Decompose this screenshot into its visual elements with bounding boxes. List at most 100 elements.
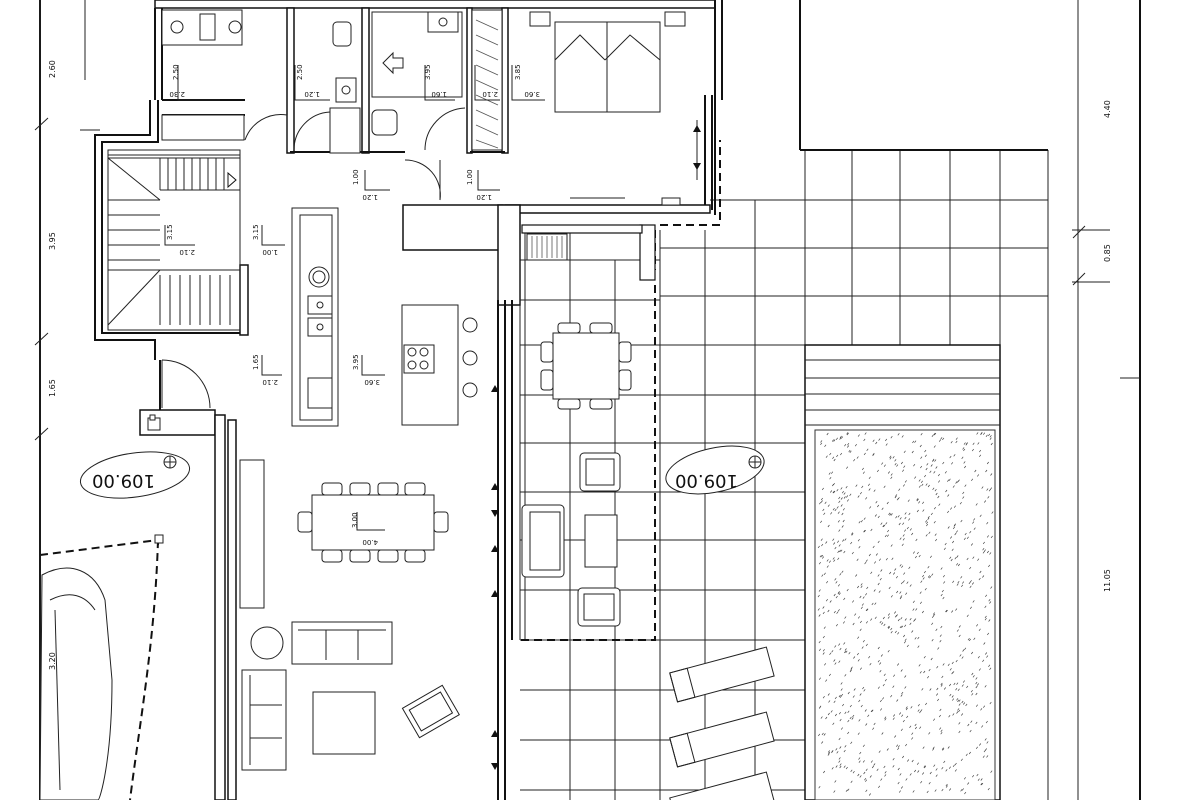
pool-texture-mark [940, 567, 943, 570]
pool-texture-mark [889, 571, 892, 575]
right-dimension-chain [1072, 0, 1140, 800]
pool-texture-mark [869, 506, 872, 509]
pool-texture-mark [894, 495, 897, 499]
pool-texture-mark [905, 707, 908, 711]
pool-texture-mark [888, 626, 891, 629]
terrace-dining [526, 233, 632, 410]
pool-texture-mark [935, 466, 938, 469]
pool-texture-mark [979, 514, 982, 518]
pool-texture-mark [955, 687, 958, 691]
pool-texture-mark [905, 706, 908, 709]
pool-texture-mark [822, 695, 825, 699]
pool-texture-mark [962, 649, 965, 652]
pool-texture-mark [972, 600, 975, 603]
pool-texture-mark [969, 606, 972, 610]
pool-texture-mark [850, 666, 853, 670]
pool-texture-mark [900, 669, 903, 672]
pool-texture-mark [824, 444, 827, 448]
pool-texture-mark [947, 746, 950, 749]
pool-texture-mark [986, 535, 989, 538]
pool-texture-mark [905, 778, 908, 781]
pool-texture-mark [834, 696, 837, 700]
pool-texture-mark [899, 517, 902, 520]
pool-texture-mark [860, 585, 863, 589]
pool-texture-mark [841, 512, 844, 516]
pool-texture-mark [823, 572, 826, 576]
pool-texture-mark [847, 691, 850, 695]
pool-texture-mark [966, 614, 969, 618]
pool-texture-mark [951, 671, 954, 675]
pool-texture-mark [857, 585, 860, 589]
pool-texture-mark [940, 625, 943, 629]
pool-texture-mark [954, 556, 957, 560]
pool-texture-mark [949, 788, 952, 791]
pool-texture-mark [964, 484, 967, 487]
pool-texture-mark [890, 694, 893, 698]
hall2-dim-a: 1.00 [466, 169, 474, 185]
hall-doors [404, 159, 441, 201]
pool-texture-mark [933, 445, 936, 448]
pool-texture-mark [951, 548, 954, 552]
pool-texture-mark [859, 667, 862, 670]
sliding-door-arrows [491, 125, 701, 770]
pool-texture-mark [902, 469, 905, 472]
pool-texture-mark [885, 438, 888, 442]
pool-texture-mark [822, 635, 825, 639]
pool-texture-mark [957, 580, 960, 584]
pool-texture-mark [904, 529, 907, 532]
pool-texture-mark [961, 684, 964, 687]
pool-texture-mark [852, 600, 855, 603]
pool-texture-mark [831, 750, 834, 754]
pool-texture-mark [908, 566, 911, 570]
pool-texture-mark [896, 464, 899, 467]
pool-texture-mark [823, 733, 826, 736]
pool-texture-mark [890, 630, 893, 634]
pool-texture-mark [839, 647, 842, 651]
pool-texture-mark [851, 533, 854, 536]
pool-texture-mark [890, 476, 893, 480]
pool-texture-mark [941, 788, 944, 792]
pool-texture-mark [938, 480, 941, 483]
pool-texture-mark [976, 773, 979, 777]
pool-texture-mark [901, 565, 904, 568]
pool-texture-mark [835, 748, 838, 751]
pool-texture-mark [875, 553, 878, 556]
pool-texture-mark [890, 627, 893, 631]
pool-texture-mark [895, 515, 898, 519]
pool-texture-mark [874, 602, 877, 605]
pool-texture-mark [833, 659, 836, 662]
pool-texture-mark [885, 443, 888, 446]
pool-texture-mark [858, 699, 861, 703]
pool-texture-mark [955, 437, 958, 440]
pool-texture-mark [968, 638, 971, 642]
pool-texture-mark [990, 770, 993, 773]
pool-texture-mark [913, 463, 916, 467]
pool-texture-mark [898, 522, 901, 526]
pool-texture-mark [912, 790, 915, 793]
pool-texture-mark [821, 574, 824, 577]
utility-room [161, 9, 288, 150]
pool-texture-mark [822, 556, 825, 559]
pool-texture-mark [952, 526, 955, 530]
pool-texture-mark [964, 465, 967, 469]
pool-texture-mark [825, 598, 828, 602]
pool-texture-mark [887, 613, 890, 616]
pool-texture-mark [972, 675, 975, 678]
pool-texture-mark [953, 454, 956, 457]
pool-texture-mark [927, 565, 930, 569]
pool-texture-mark [924, 765, 927, 769]
pool-texture-mark [852, 770, 855, 774]
pool-texture-mark [821, 741, 824, 744]
pool-texture-mark [870, 760, 873, 763]
pool-texture-mark [843, 492, 846, 495]
pool-texture-mark [984, 500, 987, 503]
pool-texture-mark [890, 435, 893, 439]
pool-texture-mark [975, 677, 978, 680]
pool-texture-mark [911, 732, 914, 735]
pool-texture-mark [839, 765, 842, 769]
pool-texture-mark [971, 672, 974, 676]
pool-texture-mark [897, 515, 900, 518]
pool-texture-mark [925, 467, 928, 471]
pool-texture-mark [912, 440, 915, 444]
pool-texture-mark [932, 458, 935, 462]
